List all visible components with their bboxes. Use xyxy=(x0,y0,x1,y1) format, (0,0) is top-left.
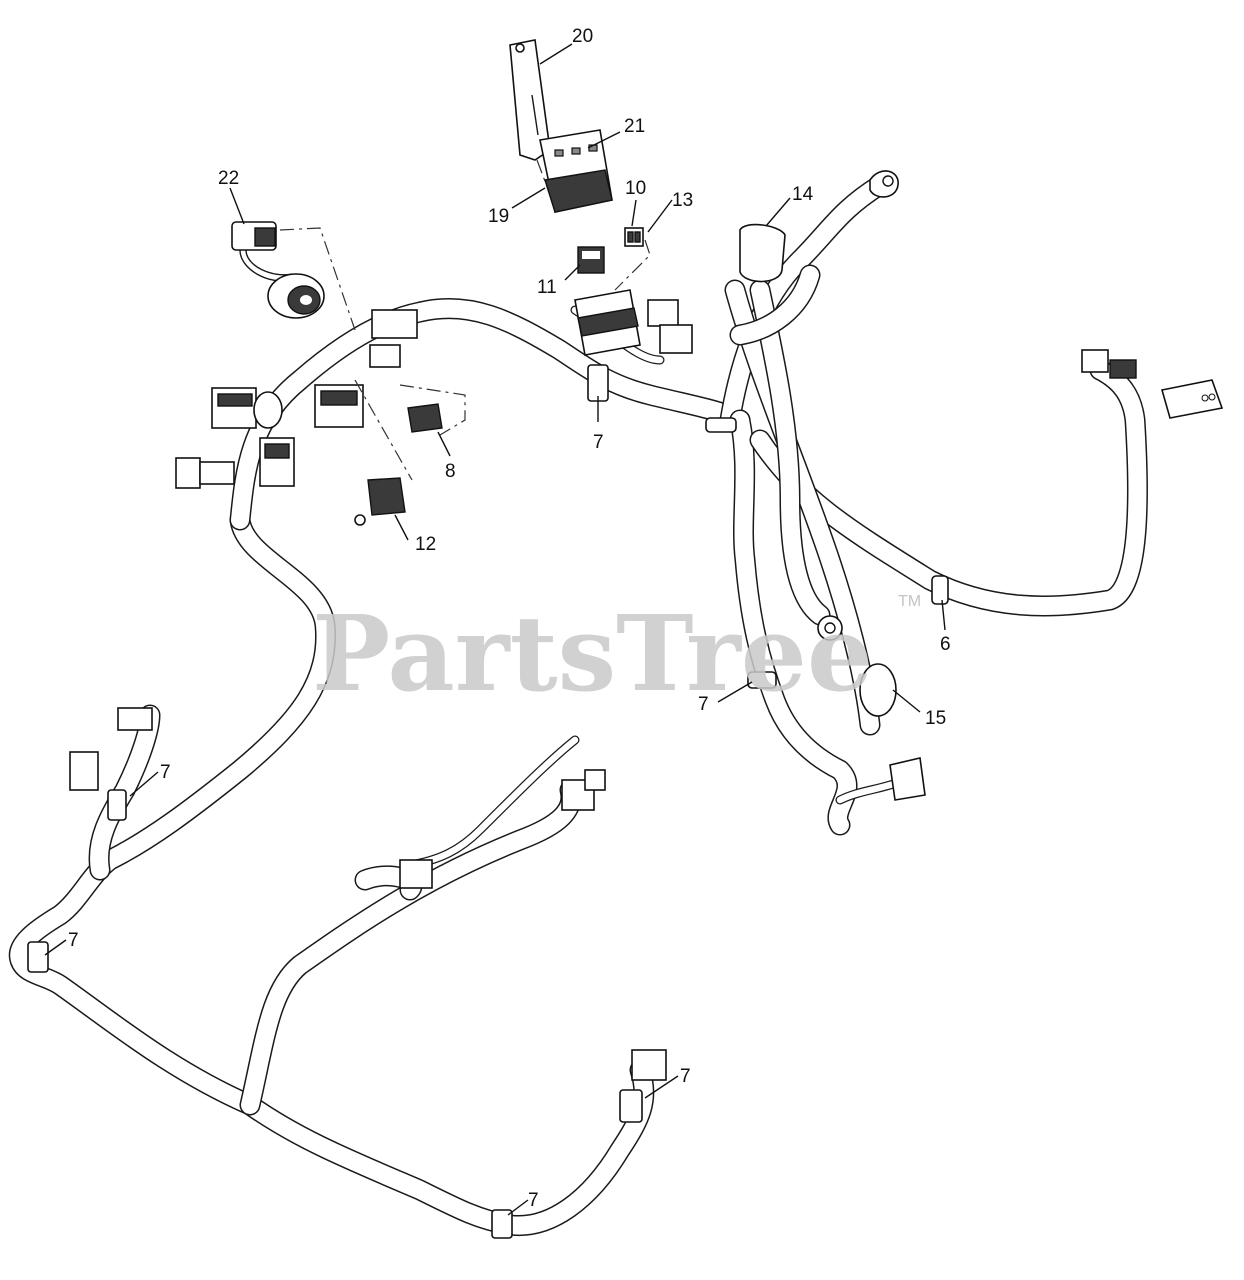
callout-7: 7 xyxy=(680,1066,691,1087)
terminal-boot xyxy=(739,170,899,283)
callout-7: 7 xyxy=(160,762,171,783)
buzzer-assembly xyxy=(231,221,356,331)
callout-19: 19 xyxy=(488,206,509,227)
callout-13: 13 xyxy=(672,190,693,211)
diode-part xyxy=(399,384,466,436)
callout-10: 10 xyxy=(625,178,646,199)
fuse-block xyxy=(574,289,693,356)
callout-7: 7 xyxy=(68,930,79,951)
callout-21: 21 xyxy=(624,116,645,137)
main-harness xyxy=(8,174,1148,1237)
callout-22: 22 xyxy=(218,168,239,189)
control-module xyxy=(539,129,613,213)
end-connectors xyxy=(69,349,1224,1081)
callout-7: 7 xyxy=(528,1190,539,1211)
watermark-text: PartsTree xyxy=(312,592,873,715)
callout-7: 7 xyxy=(593,432,604,453)
leader-lines xyxy=(44,43,946,1216)
callout-6: 6 xyxy=(940,634,951,655)
harness-clips xyxy=(27,364,949,1239)
callout-14: 14 xyxy=(792,184,814,205)
callout-15: 15 xyxy=(925,708,946,729)
relay-part xyxy=(577,246,605,274)
fuse-part xyxy=(614,227,651,291)
watermark-trademark: TM xyxy=(898,593,921,610)
callout-12: 12 xyxy=(415,534,436,555)
bracket-part xyxy=(509,39,553,201)
relay-12-part xyxy=(354,379,413,526)
connector-cluster xyxy=(175,309,418,489)
callout-11: 11 xyxy=(537,277,557,298)
callout-8: 8 xyxy=(445,461,456,482)
callout-20: 20 xyxy=(572,26,593,47)
callout-7: 7 xyxy=(698,694,709,715)
